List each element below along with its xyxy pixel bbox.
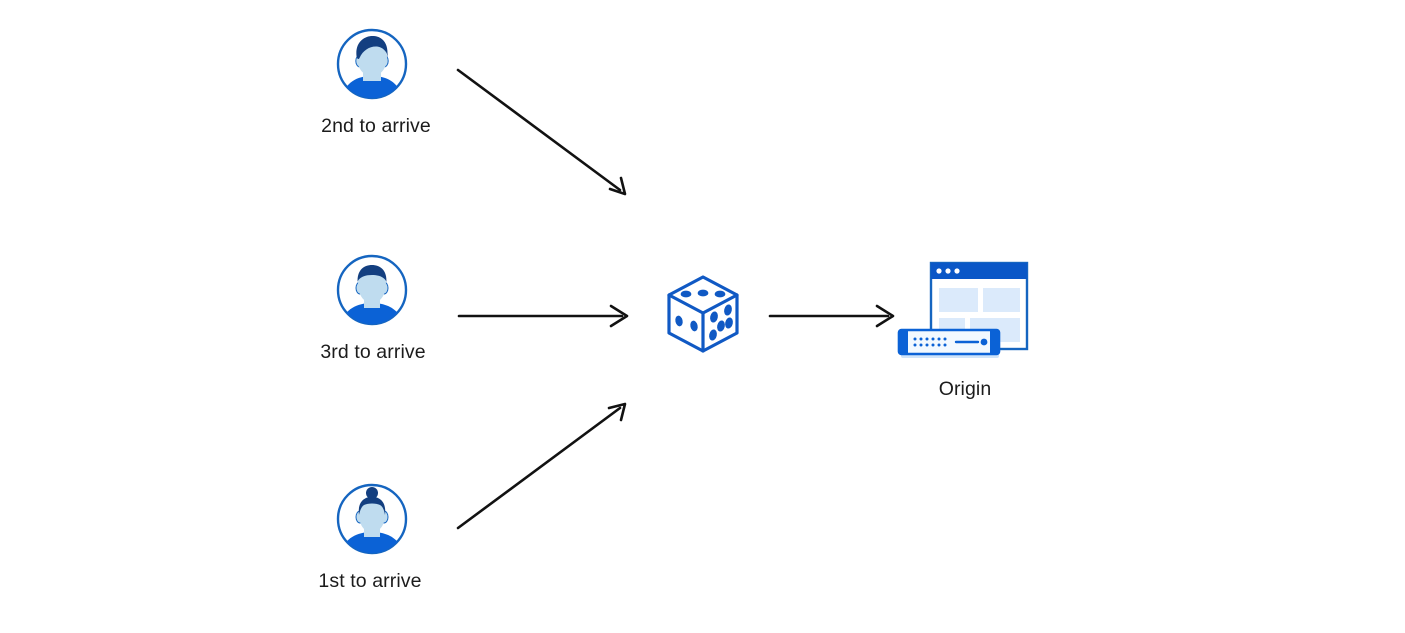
- user-avatar-short-hair-icon: [336, 28, 408, 100]
- dice-right-pips: [709, 304, 733, 341]
- origin-server-icon: [897, 261, 1029, 358]
- node-label-client-1st: 1st to arrive: [318, 570, 422, 592]
- dice-top-pips: [680, 289, 726, 298]
- arrow-dice-to-origin: [768, 304, 895, 328]
- user-avatar-bun-icon: [336, 483, 408, 555]
- arrow-3rd-to-dice: [457, 304, 629, 328]
- node-randomizer-dice[interactable]: [658, 269, 748, 359]
- node-label-client-3rd: 3rd to arrive: [320, 341, 426, 363]
- dice-icon: [667, 275, 739, 353]
- node-client-1st[interactable]: [335, 482, 409, 556]
- arrow-1st-to-dice: [456, 402, 627, 530]
- node-label-origin: Origin: [938, 378, 992, 400]
- router-led-grid: [913, 337, 947, 347]
- dice-left-pips: [675, 315, 698, 332]
- node-origin[interactable]: [895, 258, 1045, 368]
- node-client-3rd[interactable]: [335, 253, 409, 327]
- user-avatar-buzzcut-icon: [336, 254, 408, 326]
- node-client-2nd[interactable]: [335, 27, 409, 101]
- router-appliance-icon: [897, 328, 1001, 358]
- node-label-client-2nd: 2nd to arrive: [321, 115, 431, 137]
